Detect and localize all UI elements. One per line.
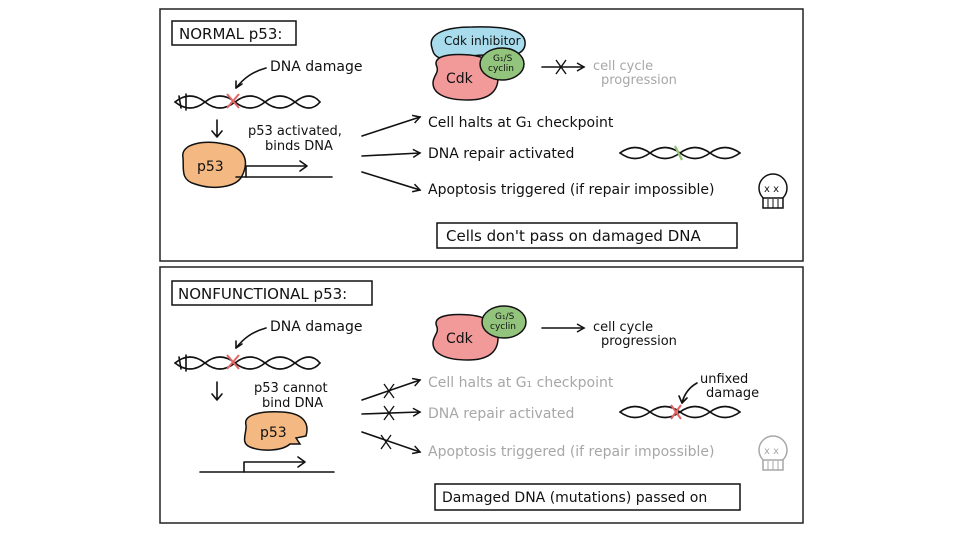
nonfunctional-cannot-line1: p53 cannot — [254, 381, 328, 396]
normal-arrow-repair — [361, 148, 422, 158]
normal-title-box — [171, 20, 297, 46]
normal-cyclin-line1: G₁/S — [493, 54, 513, 64]
nonfunctional-progression-line1: cell cycle — [593, 320, 653, 335]
nonfunctional-outcome-repair: DNA repair activated — [428, 406, 574, 422]
nonfunctional-down-arrow — [211, 381, 223, 401]
nonfunctional-cdk-label: Cdk — [446, 331, 474, 347]
normal-cdk-label: Cdk — [446, 71, 474, 87]
normal-outcome-halts: Cell halts at G₁ checkpoint — [428, 115, 614, 131]
normal-arrow-apoptosis — [361, 171, 422, 193]
nonfunctional-damage-mark-icon — [226, 354, 240, 370]
normal-outcome-apoptosis: Apoptosis triggered (if repair impossibl… — [428, 182, 714, 198]
normal-cdk-inhibitor-label: Cdk inhibitor — [444, 34, 521, 48]
nonfunctional-arrow-apoptosis — [361, 431, 422, 455]
nonfunctional-halts-x-icon — [383, 383, 395, 399]
nonfunctional-unfixed-arrow — [681, 382, 698, 404]
nonfunctional-progression-line2: progression — [601, 334, 677, 349]
svg-text:x x: x x — [764, 446, 779, 457]
nonfunctional-cyclin-line2: cyclin — [490, 322, 516, 332]
normal-cyclin-line2: cyclin — [488, 64, 514, 74]
normal-skull-icon: x x — [758, 173, 788, 209]
nonfunctional-outcome-halts: Cell halts at G₁ checkpoint — [428, 375, 614, 391]
normal-progression-line1: cell cycle — [593, 59, 653, 74]
nonfunctional-panel-frame — [159, 266, 804, 524]
nonfunctional-unfixed-dna — [619, 405, 741, 419]
nonfunctional-transcription-arrow — [243, 461, 305, 473]
normal-dna-helix — [174, 93, 321, 111]
nonfunctional-panel: NONFUNCTIONAL p53: DNA damage p53 cannot… — [159, 266, 804, 524]
nonfunctional-skull-icon: x x — [758, 435, 788, 471]
nonfunctional-p53-label: p53 — [260, 425, 287, 441]
nonfunctional-cyclin — [481, 305, 527, 339]
nonfunctional-unfixed-mark-icon — [670, 404, 682, 420]
normal-dna-damage-label: DNA damage — [270, 59, 362, 75]
nonfunctional-repair-x-icon — [383, 405, 395, 421]
normal-activated-line2: binds DNA — [265, 139, 333, 154]
nonfunctional-dna-damage-label: DNA damage — [270, 319, 362, 335]
nonfunctional-arrow-repair — [361, 407, 422, 417]
nonfunctional-p53-protein — [243, 411, 308, 451]
nonfunctional-conclusion-box — [434, 483, 741, 511]
nonfunctional-cyclin-line1: G₁/S — [495, 312, 515, 322]
normal-p53-label: p53 — [197, 159, 224, 175]
normal-panel: NORMAL p53: DNA damage p53 activated, bi… — [159, 8, 804, 262]
normal-progression-line2: progression — [601, 73, 677, 88]
normal-dna-damage-arrow — [235, 67, 267, 89]
normal-repaired-mark — [673, 145, 684, 161]
normal-p53-protein — [182, 141, 247, 189]
nonfunctional-unfixed-line1: unfixed — [700, 372, 748, 387]
nonfunctional-arrow-halts — [361, 377, 422, 401]
nonfunctional-apoptosis-x-icon — [380, 434, 392, 450]
normal-conclusion-box — [436, 222, 738, 249]
normal-down-arrow — [211, 119, 223, 138]
normal-cyclin — [479, 47, 525, 81]
nonfunctional-title: NONFUNCTIONAL p53: — [178, 285, 347, 303]
nonfunctional-outcome-apoptosis: Apoptosis triggered (if repair impossibl… — [428, 444, 714, 460]
normal-activated-line1: p53 activated, — [248, 124, 342, 139]
svg-text:x x: x x — [764, 184, 779, 195]
nonfunctional-dna-helix — [174, 354, 321, 372]
normal-damage-mark-icon — [226, 93, 240, 109]
normal-conclusion: Cells don't pass on damaged DNA — [446, 227, 701, 245]
normal-outcome-repair: DNA repair activated — [428, 146, 574, 162]
nonfunctional-title-box — [171, 280, 373, 306]
nonfunctional-unfixed-line2: damage — [706, 386, 759, 401]
nonfunctional-cannot-line2: bind DNA — [262, 396, 323, 411]
nonfunctional-cdk — [432, 313, 499, 361]
nonfunctional-dna-damage-arrow — [235, 327, 267, 349]
normal-dna-damage-arrowhead — [235, 80, 243, 89]
normal-arrow-halts — [361, 114, 422, 137]
normal-transcription-arrow — [245, 165, 307, 178]
normal-blocked-x-icon — [555, 59, 567, 75]
nonfunctional-conclusion: Damaged DNA (mutations) passed on — [442, 490, 707, 506]
normal-repaired-dna — [619, 146, 741, 160]
normal-title: NORMAL p53: — [179, 25, 282, 43]
